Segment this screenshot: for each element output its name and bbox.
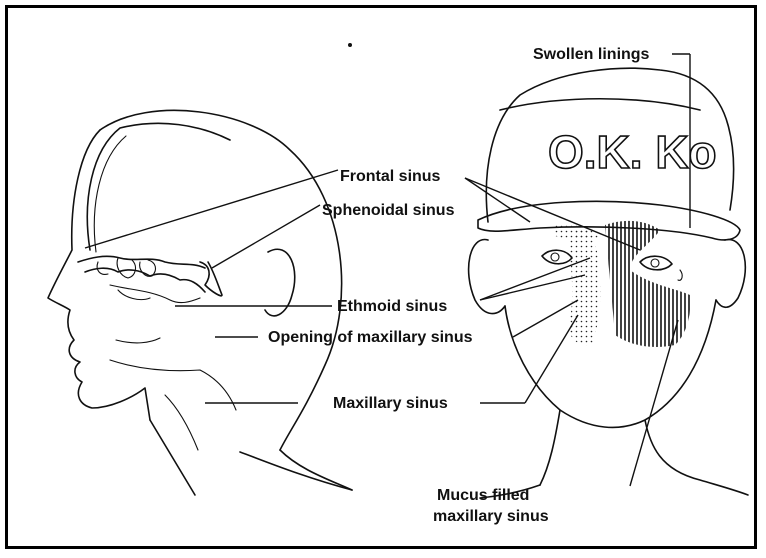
mucus-hatched-region [605,221,690,347]
ethmoid-dotted-region [568,225,601,346]
front-head-illustration: O.K. Ko [469,68,748,498]
label-frontal-sinus: Frontal sinus [340,168,441,185]
leader-lines [85,54,690,486]
label-mucus-filled-line1: Mucus filled [437,487,529,504]
cap-text: O.K. Ko [548,126,717,178]
label-ethmoid-sinus: Ethmoid sinus [337,298,447,315]
profile-head-illustration [48,110,352,495]
stray-dot [348,43,352,47]
label-mucus-filled-line2: maxillary sinus [433,508,549,525]
label-swollen-linings: Swollen linings [533,46,650,63]
label-maxillary-sinus: Maxillary sinus [333,395,448,412]
label-opening-maxillary-sinus: Opening of maxillary sinus [268,329,473,346]
label-sphenoidal-sinus: Sphenoidal sinus [322,202,455,219]
